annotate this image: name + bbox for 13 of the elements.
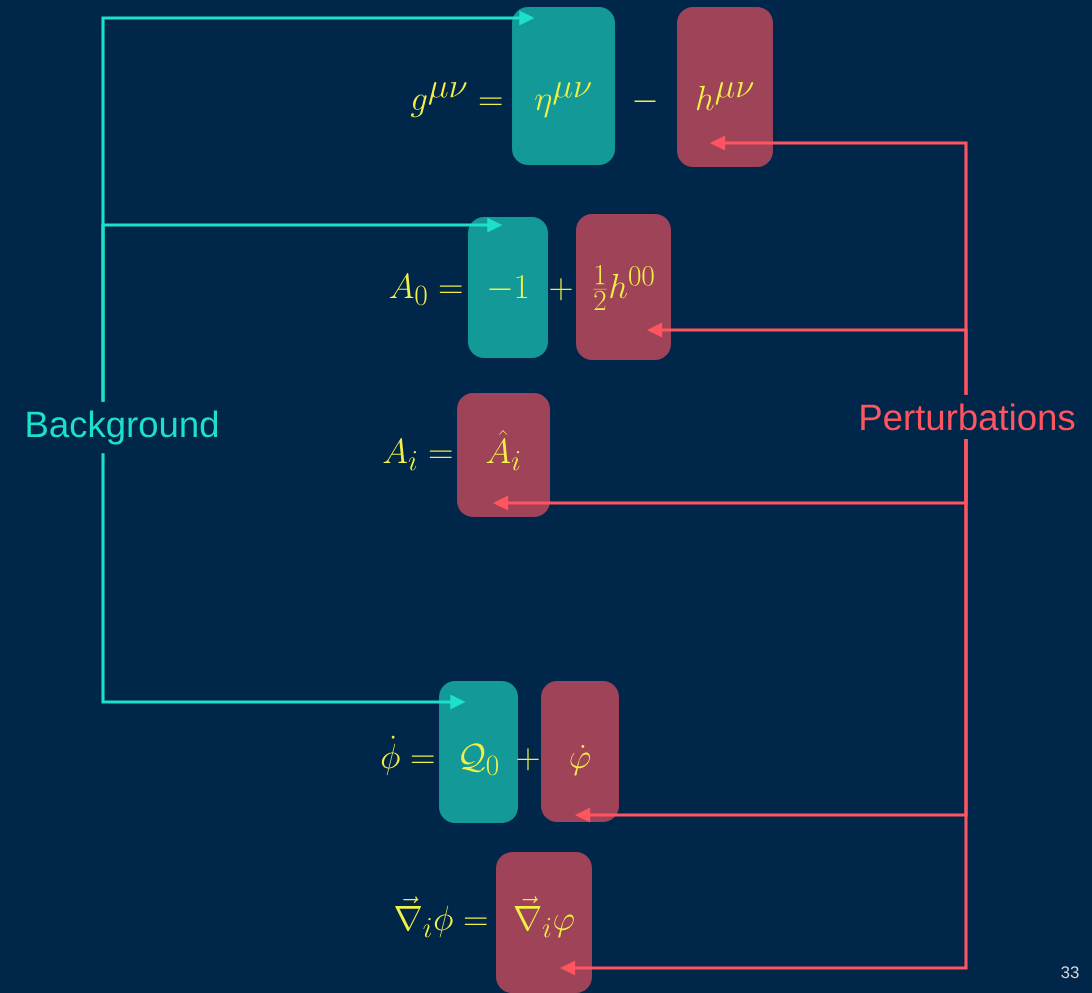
highlight-box: $\vec{\nabla}_i\varphi$ [496,852,592,993]
equation-term: $+$ [550,278,572,301]
category-label: Background [27,410,218,445]
highlight-box: $\dot{\varphi}$ [541,681,619,822]
page-number: 33 [1061,966,1079,979]
category-label: Perturbations [861,403,1075,431]
highlight-box: $\hat{A}_i$ [457,393,550,517]
equation-term: $-$ [634,100,656,102]
highlight-box: $\frac{1}{2}h^{00}$ [576,214,671,360]
highlight-box: $-1$ [468,217,548,358]
highlight-box: $\eta^{\mu\nu}$ [512,7,616,165]
equation-term: $+$ [517,748,539,771]
highlight-box: $h^{\mu\nu}$ [677,7,773,167]
